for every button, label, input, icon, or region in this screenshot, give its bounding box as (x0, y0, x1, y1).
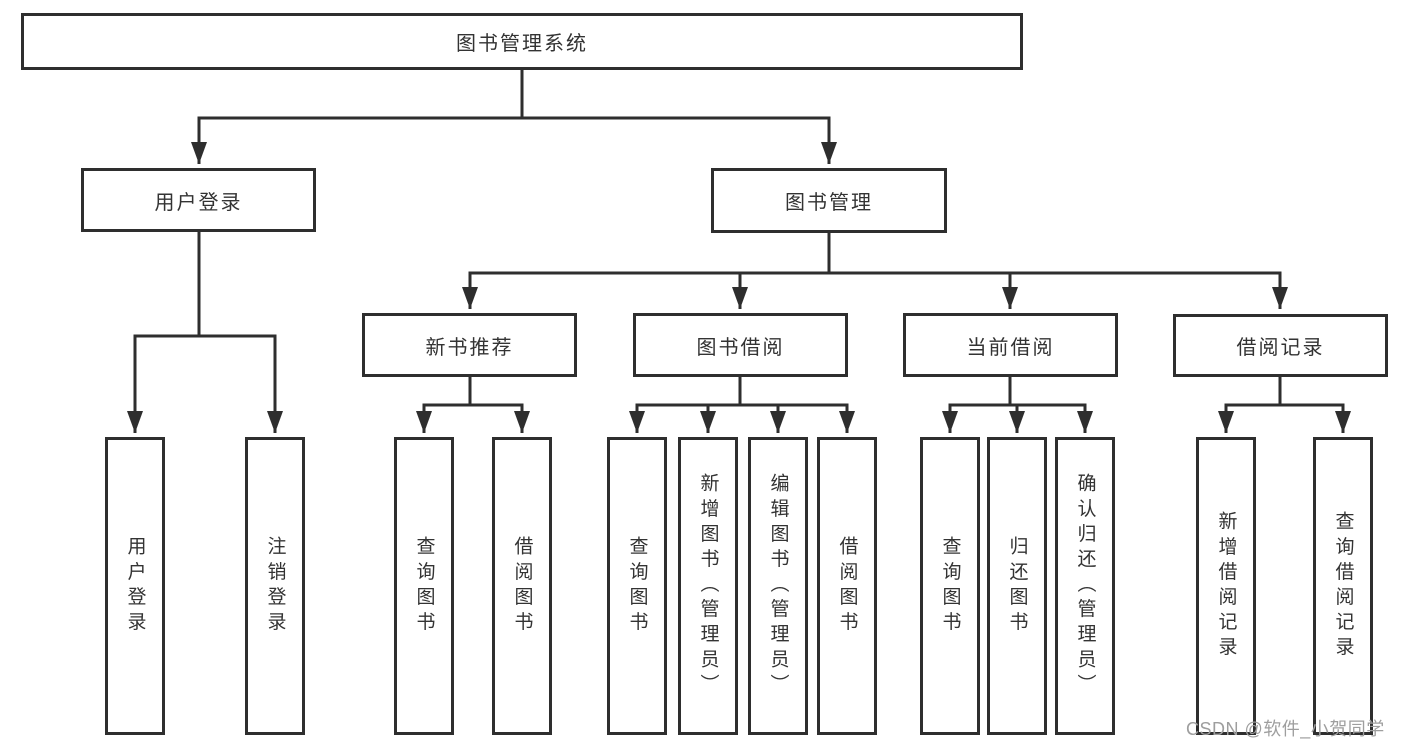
node-current-borrowing: 当前借阅 (903, 313, 1118, 377)
connector-user-login-to-leaves (127, 232, 283, 433)
leaf-br-add-borrow-record-label: 新增借阅记录 (1215, 510, 1237, 662)
leaf-bb-add-book-admin: 新增图书（管理员） (678, 437, 738, 735)
node-user-login: 用户登录 (81, 168, 316, 232)
connector-book-borrowing-to-leaves (629, 377, 855, 433)
leaf-cb-query-books-label: 查询图书 (939, 535, 961, 637)
leaf-bb-borrow-books-label: 借阅图书 (836, 535, 858, 637)
leaf-bb-query-books: 查询图书 (607, 437, 667, 735)
watermark: CSDN @软件_小贺同学 (1186, 719, 1385, 739)
node-book-borrowing: 图书借阅 (633, 313, 848, 377)
leaf-cb-confirm-return-admin: 确认归还（管理员） (1055, 437, 1115, 735)
leaf-br-add-borrow-record: 新增借阅记录 (1196, 437, 1256, 735)
leaf-cb-return-books: 归还图书 (987, 437, 1047, 735)
leaf-bb-edit-book-admin: 编辑图书（管理员） (748, 437, 808, 735)
leaf-cb-return-books-label: 归还图书 (1006, 535, 1028, 637)
leaf-bb-edit-book-admin-label: 编辑图书（管理员） (767, 473, 789, 699)
connector-root-to-level2 (191, 70, 837, 164)
node-book-management: 图书管理 (711, 168, 947, 233)
leaf-nbr-borrow-books-label: 借阅图书 (511, 535, 533, 637)
leaf-bb-add-book-admin-label: 新增图书（管理员） (697, 473, 719, 699)
leaf-nbr-query-books-label: 查询图书 (413, 535, 435, 637)
leaf-bb-query-books-label: 查询图书 (626, 535, 648, 637)
leaf-cb-query-books: 查询图书 (920, 437, 980, 735)
leaf-br-query-borrow-record-label: 查询借阅记录 (1332, 510, 1354, 662)
connector-current-borrowing-to-leaves (942, 377, 1093, 433)
leaf-user-login-label: 用户登录 (124, 535, 146, 637)
connector-book-management-to-level3 (462, 233, 1288, 309)
leaf-user-login: 用户登录 (105, 437, 165, 735)
connector-borrowing-records-to-leaves (1218, 377, 1351, 433)
node-root: 图书管理系统 (21, 13, 1023, 70)
node-borrowing-records: 借阅记录 (1173, 314, 1388, 377)
leaf-nbr-query-books: 查询图书 (394, 437, 454, 735)
leaf-br-query-borrow-record: 查询借阅记录 (1313, 437, 1373, 735)
leaf-nbr-borrow-books: 借阅图书 (492, 437, 552, 735)
leaf-logout: 注销登录 (245, 437, 305, 735)
node-new-book-recommendation: 新书推荐 (362, 313, 577, 377)
leaf-bb-borrow-books: 借阅图书 (817, 437, 877, 735)
leaf-cb-confirm-return-admin-label: 确认归还（管理员） (1074, 473, 1096, 699)
leaf-logout-label: 注销登录 (264, 535, 286, 637)
connector-new-book-recommendation-to-leaves (416, 377, 530, 433)
